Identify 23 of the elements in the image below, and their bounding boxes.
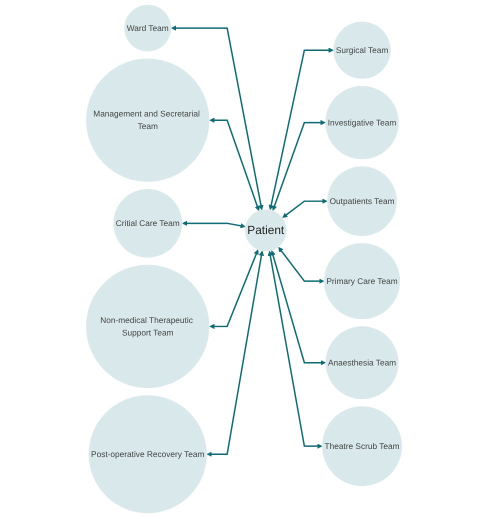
node-circle: Outpatients Team xyxy=(327,166,397,236)
node-circle: Primary Care Team xyxy=(324,243,400,320)
node-circle: Ward Team xyxy=(124,4,172,52)
arrow xyxy=(278,246,324,284)
node-circle: Theatre Scrub Team xyxy=(322,406,402,486)
arrow xyxy=(270,250,326,366)
node-circle: Anaesthesia Team xyxy=(326,326,398,400)
arrow xyxy=(171,26,264,210)
arrow xyxy=(268,48,334,210)
arrow xyxy=(268,250,322,449)
node-circle: Surgical Team xyxy=(333,22,391,79)
node-circle: Post-operative Recovery Team xyxy=(88,395,207,514)
node-circle: Critial Care Team xyxy=(113,188,182,258)
arrow xyxy=(206,250,264,457)
arrow xyxy=(282,198,328,218)
node-circle: Patient xyxy=(244,210,287,252)
arrow xyxy=(209,118,260,211)
arrow xyxy=(209,249,259,330)
node-circle: Non-medical Therapeutic Support Team xyxy=(86,264,210,388)
arrow xyxy=(182,220,246,228)
arrow xyxy=(272,120,326,211)
node-circle: Investigative Team xyxy=(325,86,399,160)
node-circle: Management and Secretarial Team xyxy=(86,58,210,182)
